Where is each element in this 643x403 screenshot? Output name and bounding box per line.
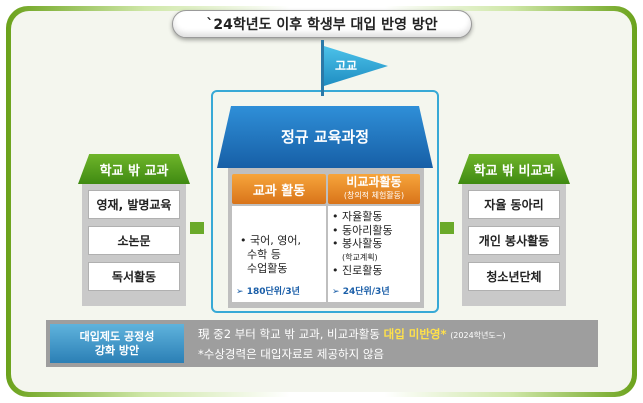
extracurricular-item: • 진로활동 [332,264,383,277]
policy-highlight: 대입 미반영* [383,327,447,341]
extracurricular-item: • 자율활동 [332,210,383,223]
policy-line-1: 現 중2 부터 학교 밖 교과, 비교과활동 대입 미반영* (2024학년도~… [198,325,594,345]
policy-label-line1: 대입제도 공정성 [79,329,155,343]
flag-shape [324,46,388,86]
roof-label: 정규 교육과정 [280,128,370,146]
roof-shape [217,106,433,168]
extracurricular-subheader: (창의적 체험활동) [343,191,405,200]
outside-curricular-item: 소논문 [88,226,180,255]
curricular-header: 교과 활동 [232,174,326,204]
left-connector [190,222,204,234]
curricular-item: 수업활동 [247,262,288,275]
outside-curricular-panel: 학교 밖 교과 영재, 발명교육 소논문 독서활동 [78,154,190,306]
curricular-body: • 국어, 영어, 수학 등 수업활동 ➢ 180단위/3년 [232,206,326,302]
extracurricular-body: • 자율활동 • 동아리활동 • 봉사활동 (학교계획) • 진로활동 ➢ 24… [328,206,420,302]
extracurricular-header-label: 비교과활동 [346,175,402,189]
outside-curricular-body: 영재, 발명교육 소논문 독서활동 [82,184,186,306]
extracurricular-item: • 봉사활동 [332,237,383,250]
policy-text: 現 중2 부터 학교 밖 교과, 비교과활동 대입 미반영* (2024학년도~… [198,325,594,363]
curricular-unit: ➢ 180단위/3년 [236,287,300,297]
curricular-header-label: 교과 활동 [252,183,306,199]
house-body: 교과 활동 • 국어, 영어, 수학 등 수업활동 ➢ 180단위/3년 비교과… [228,168,424,308]
outside-extracurricular-panel: 학교 밖 비교과 자율 동아리 개인 봉사활동 청소년단체 [458,154,570,306]
curricular-column: 교과 활동 • 국어, 영어, 수학 등 수업활동 ➢ 180단위/3년 [232,174,326,302]
policy-label-line2: 강화 방안 [94,343,140,357]
right-connector [440,222,454,234]
flag-pole [321,40,324,96]
outside-extracurricular-item: 자율 동아리 [468,190,560,219]
policy-year-range: (2024학년도~) [450,331,506,340]
extracurricular-header: 비교과활동 (창의적 체험활동) [328,174,420,204]
curricular-item: • 국어, 영어, [240,234,301,247]
outside-extracurricular-header: 학교 밖 비교과 [458,154,570,184]
policy-line-1-prefix: 現 중2 부터 학교 밖 교과, 비교과활동 [198,327,384,341]
outside-curricular-header: 학교 밖 교과 [78,154,190,184]
outside-extracurricular-body: 자율 동아리 개인 봉사활동 청소년단체 [462,184,566,306]
policy-line-2: *수상경력은 대입자료로 제공하지 않음 [198,347,384,361]
page-title: `24학년도 이후 학생부 대입 반영 방안 [172,10,472,38]
house-outline [211,90,439,313]
outside-curricular-item: 영재, 발명교육 [88,190,180,219]
extracurricular-unit: ➢ 24단위/3년 [332,286,390,297]
outside-extracurricular-item: 개인 봉사활동 [468,226,560,255]
policy-bar: 대입제도 공정성 강화 방안 現 중2 부터 학교 밖 교과, 비교과활동 대입… [46,320,598,367]
outside-extracurricular-item: 청소년단체 [468,262,560,291]
flag-label: 고교 [334,59,358,73]
extracurricular-item: • 동아리활동 [332,223,393,237]
extracurricular-note: (학교계획) [342,252,378,262]
extracurricular-column: 비교과활동 (창의적 체험활동) • 자율활동 • 동아리활동 • 봉사활동 (… [328,174,420,302]
policy-label: 대입제도 공정성 강화 방안 [50,324,184,363]
curricular-item: 수학 등 [247,248,281,261]
outside-curricular-item: 독서활동 [88,262,180,291]
